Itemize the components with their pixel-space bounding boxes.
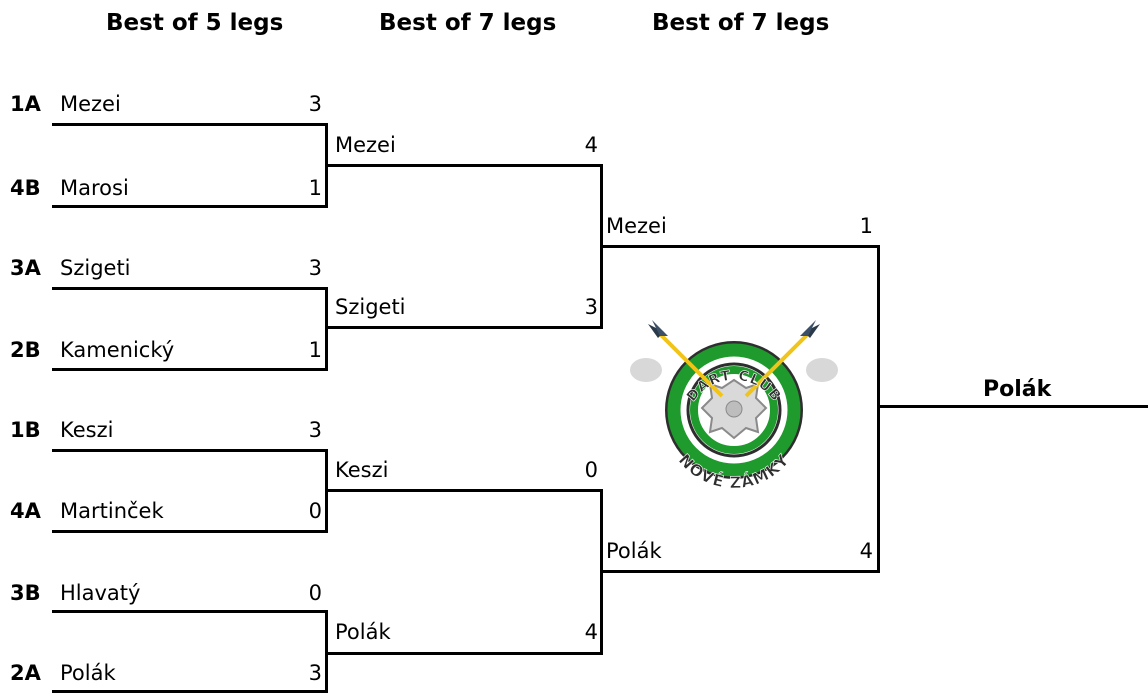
dart-right-icon bbox=[744, 320, 820, 398]
seed-label: 1B bbox=[10, 418, 41, 442]
player-score: 1 bbox=[308, 338, 322, 362]
player-name: Kamenický bbox=[60, 338, 175, 362]
seed-label: 2B bbox=[10, 338, 41, 362]
bracket-line bbox=[52, 123, 328, 126]
bracket-line bbox=[52, 610, 328, 613]
dart-club-logo: DART CLUB NOVÉ ZÁMKY bbox=[630, 320, 838, 492]
seed-label: 4A bbox=[10, 499, 41, 523]
bracket-line bbox=[52, 205, 328, 208]
bracket-line bbox=[52, 287, 328, 290]
player-score: 3 bbox=[308, 256, 322, 280]
player-name: Keszi bbox=[60, 418, 114, 442]
player-score: 3 bbox=[584, 295, 598, 319]
player-score: 4 bbox=[584, 133, 598, 157]
player-name: Mezei bbox=[60, 92, 121, 116]
player-score: 0 bbox=[308, 499, 322, 523]
bracket-line bbox=[52, 530, 328, 533]
player-name: Mezei bbox=[335, 133, 396, 157]
player-score: 3 bbox=[308, 418, 322, 442]
header-round-2: Best of 7 legs bbox=[379, 10, 557, 36]
bracket-line bbox=[325, 652, 603, 655]
player-name: Marosi bbox=[60, 176, 129, 200]
bracket-line bbox=[325, 610, 328, 693]
player-name: Polák bbox=[335, 620, 391, 644]
bracket-line bbox=[600, 570, 880, 573]
dart-left-icon bbox=[648, 320, 724, 398]
player-score: 4 bbox=[859, 539, 873, 563]
header-round-1: Best of 5 legs bbox=[106, 10, 284, 36]
seed-label: 4B bbox=[10, 176, 41, 200]
player-score: 4 bbox=[584, 620, 598, 644]
seed-label: 1A bbox=[10, 92, 41, 116]
player-name: Szigeti bbox=[60, 256, 131, 280]
header-round-3: Best of 7 legs bbox=[652, 10, 830, 36]
player-score: 1 bbox=[308, 176, 322, 200]
bracket-line bbox=[52, 690, 328, 693]
player-name: Hlavatý bbox=[60, 581, 141, 605]
bracket-line bbox=[325, 489, 603, 492]
bracket-line bbox=[325, 164, 603, 167]
seed-label: 3B bbox=[10, 581, 41, 605]
player-name: Szigeti bbox=[335, 295, 406, 319]
seed-label: 2A bbox=[10, 661, 41, 685]
seed-label: 3A bbox=[10, 256, 41, 280]
player-name: Polák bbox=[606, 539, 662, 563]
champion-line bbox=[877, 405, 1148, 408]
champion-name: Polák bbox=[983, 377, 1052, 402]
bracket-line bbox=[325, 287, 328, 371]
player-score: 0 bbox=[308, 581, 322, 605]
player-name: Polák bbox=[60, 661, 116, 685]
player-name: Keszi bbox=[335, 458, 389, 482]
bracket-line bbox=[877, 245, 880, 573]
player-name: Mezei bbox=[606, 214, 667, 238]
bracket-line bbox=[52, 368, 328, 371]
player-name: Martinček bbox=[60, 499, 164, 523]
bracket-line bbox=[325, 326, 603, 329]
bracket-line bbox=[600, 245, 880, 248]
player-score: 3 bbox=[308, 92, 322, 116]
player-score: 1 bbox=[859, 214, 873, 238]
player-score: 3 bbox=[308, 661, 322, 685]
bracket-line bbox=[52, 449, 328, 452]
player-score: 0 bbox=[584, 458, 598, 482]
